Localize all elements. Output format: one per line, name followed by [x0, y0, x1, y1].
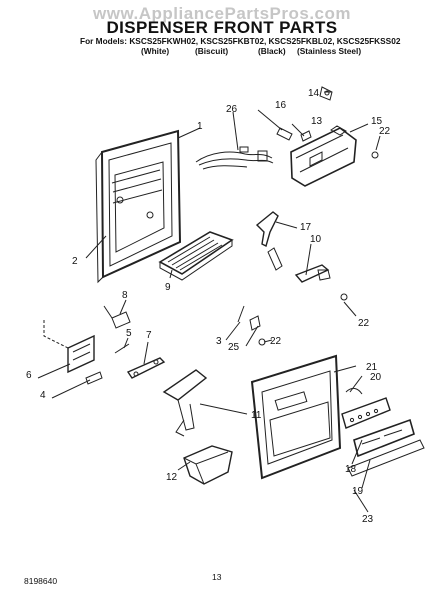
callout-label: 10	[310, 234, 322, 245]
switch-drawing	[103, 305, 131, 329]
callout-label: 2	[72, 256, 78, 267]
pin-drawing	[114, 343, 130, 354]
screw-drawing-lower	[340, 293, 348, 301]
drip-tray-drawing	[158, 231, 234, 281]
connector-drawing	[276, 127, 293, 141]
spring-clip-drawing	[85, 371, 103, 385]
callout-label: 25	[228, 342, 240, 353]
callout-labels: 1 2 3 4 5 6 7 8 9 10 11 12 13 14 15 16 1…	[26, 88, 391, 525]
paddle-drawing	[294, 264, 331, 283]
callout-label: 3	[216, 336, 222, 347]
faceplate-drawing	[347, 418, 425, 477]
control-board-drawing	[341, 387, 391, 429]
switch-bracket-drawing	[43, 320, 95, 374]
callout-label: 16	[275, 100, 287, 111]
color-biscuit: (Biscuit)	[195, 46, 229, 56]
color-black: (Black)	[258, 46, 286, 56]
dispenser-frame-drawing	[95, 129, 182, 284]
wire-harness-drawing	[195, 146, 274, 170]
screw-drawing	[371, 151, 379, 159]
hinge-lever-drawing	[126, 357, 166, 379]
light-housing-drawing	[290, 125, 357, 187]
callout-label: 6	[26, 370, 32, 381]
callout-label: 22	[270, 336, 282, 347]
callout-label: 11	[251, 410, 262, 421]
page-number: 13	[212, 572, 222, 582]
callout-label: 23	[362, 514, 374, 525]
callout-label: 12	[166, 472, 178, 483]
callout-label: 14	[308, 88, 320, 99]
clip-drawing	[300, 130, 312, 142]
callout-label: 19	[352, 486, 364, 497]
cup-drawing	[183, 445, 233, 485]
callout-label: 15	[371, 116, 383, 127]
callout-label: 22	[358, 318, 370, 329]
callout-label: 21	[366, 362, 378, 373]
models-line: For Models: KSCS25FKWH02, KSCS25FKBT02, …	[80, 36, 401, 46]
page-title: DISPENSER FRONT PARTS	[106, 18, 338, 37]
callout-label: 9	[165, 282, 171, 293]
ice-chute-drawing	[162, 369, 208, 437]
document-number: 8198640	[24, 576, 58, 586]
callout-label: 13	[311, 116, 323, 127]
callout-label: 4	[40, 390, 46, 401]
watermark: www.AppliancePartsPros.com	[93, 4, 351, 23]
callout-label: 20	[370, 372, 382, 383]
bulb-drawing	[319, 86, 333, 101]
spring-drawing-25	[249, 315, 261, 331]
callout-label: 22	[379, 126, 391, 137]
actuator-lever-drawing	[255, 211, 283, 271]
callout-label: 8	[122, 290, 128, 301]
front-panel-drawing	[250, 354, 342, 480]
callout-label: 18	[345, 464, 357, 475]
callout-label: 5	[126, 328, 132, 339]
color-white: (White)	[141, 46, 170, 56]
callout-label: 17	[300, 222, 312, 233]
color-stainless: (Stainless Steel)	[297, 46, 362, 56]
callout-label: 26	[226, 104, 238, 115]
pin-drawing-3	[237, 305, 245, 323]
callout-label: 7	[146, 330, 152, 341]
callout-label: 1	[197, 121, 203, 132]
